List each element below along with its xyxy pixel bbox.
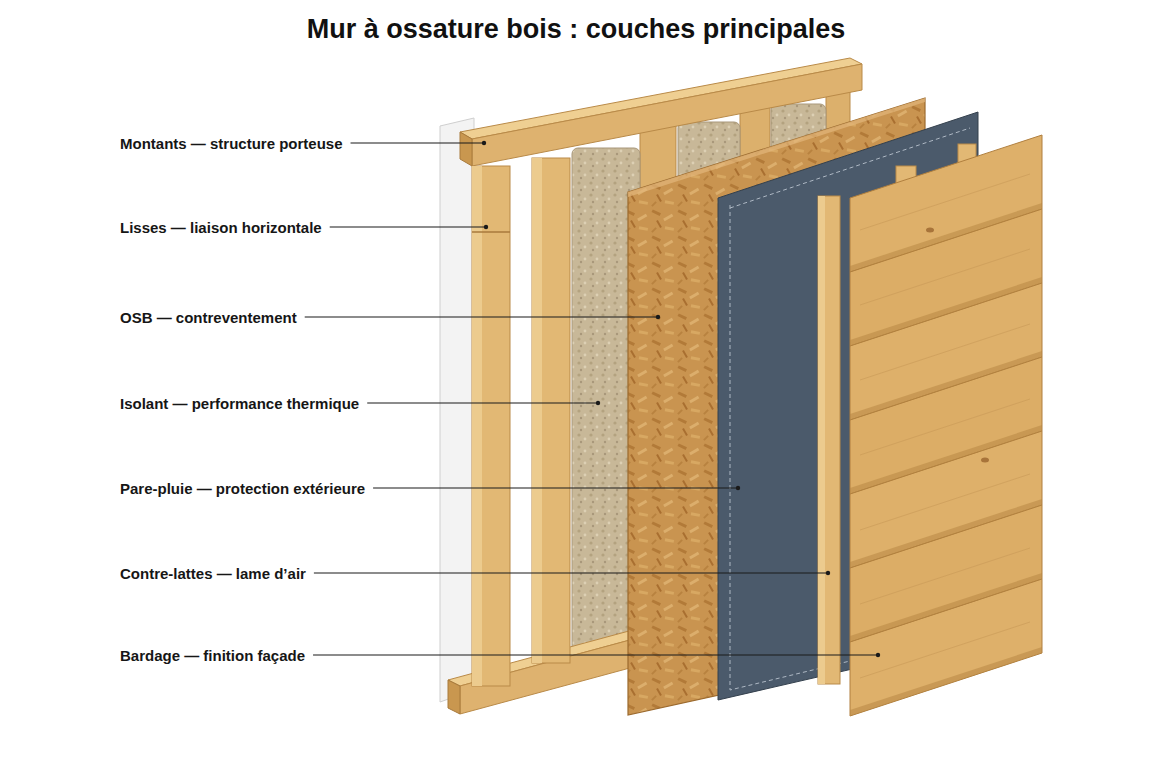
part-label: Isolant — performance thermique [120, 395, 359, 412]
leader-dot [876, 653, 880, 657]
leader-dot [482, 141, 486, 145]
diagram-title: Mur à ossature bois : couches principale… [0, 14, 1152, 45]
leader-line [373, 487, 738, 488]
part-label: Lisses — liaison horizontale [120, 219, 322, 236]
leader-line [313, 654, 878, 655]
part-label: Pare-pluie — protection extérieure [120, 480, 365, 497]
leader-dot [826, 571, 830, 575]
leader-line [314, 572, 828, 573]
leader-line [305, 316, 658, 317]
part-label: Bardage — finition façade [120, 647, 305, 664]
leader-dot [484, 225, 488, 229]
part-label: Contre-lattes — lame d’air [120, 565, 306, 582]
leader-line [367, 402, 598, 403]
part-label: OSB — contreventement [120, 309, 297, 326]
leader-line [351, 142, 484, 143]
leader-dot [736, 486, 740, 490]
leader-dot [656, 315, 660, 319]
leader-dot [596, 401, 600, 405]
leader-line [330, 226, 486, 227]
part-label: Montants — structure porteuse [120, 135, 343, 152]
